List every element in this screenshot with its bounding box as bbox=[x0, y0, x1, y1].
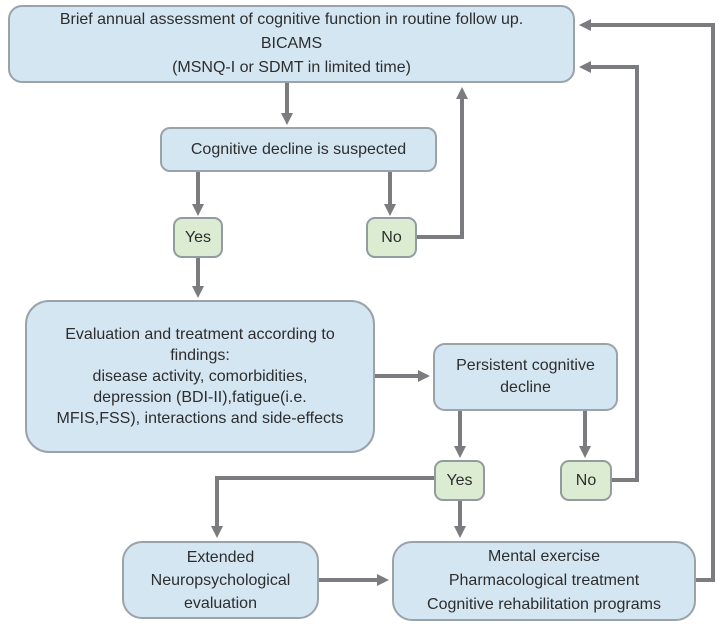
connector-no-upper-to-assessment bbox=[415, 87, 468, 239]
node-treatment-programs: Mental exercise Pharmacological treatmen… bbox=[392, 541, 696, 621]
node-text-line: Mental exercise bbox=[487, 548, 601, 565]
node-evaluation-and-treatment: Evaluation and treatment according to fi… bbox=[25, 300, 375, 453]
connector-no-lower-to-assessment bbox=[579, 61, 639, 482]
node-text-line: Cognitive rehabilitation programs bbox=[427, 596, 661, 613]
node-text-line: No bbox=[575, 472, 597, 489]
node-text-line: decline bbox=[500, 379, 551, 396]
node-text-line: Pharmacological treatment bbox=[448, 572, 640, 589]
node-text-line: Yes bbox=[446, 472, 473, 489]
node-text-line: (MSNQ-I or SDMT in limited time) bbox=[172, 59, 411, 76]
node-no-lower: No bbox=[560, 460, 612, 501]
node-text-line: Persistent cognitive bbox=[456, 357, 595, 374]
node-text-line: Yes bbox=[184, 229, 212, 246]
node-text-line: MFIS,FSS), interactions and side-effects bbox=[56, 410, 344, 427]
node-text-line: No bbox=[381, 229, 402, 246]
node-extended-neuropsychological-evaluation: Extended Neuropsychological evaluation bbox=[122, 541, 319, 619]
node-annual-assessment: Brief annual assessment of cognitive fun… bbox=[8, 5, 575, 83]
node-text-line: Neuropsychological bbox=[150, 571, 291, 589]
node-cognitive-decline-suspected: Cognitive decline is suspected bbox=[160, 127, 437, 172]
node-yes-upper: Yes bbox=[173, 217, 223, 258]
node-text-line: BICAMS bbox=[260, 35, 323, 52]
node-text-line: depression (BDI-II),fatigue(i.e. bbox=[93, 389, 307, 406]
node-yes-lower: Yes bbox=[434, 460, 485, 501]
node-text-line: Brief annual assessment of cognitive fun… bbox=[59, 11, 524, 28]
node-text-line: evaluation bbox=[184, 594, 257, 612]
node-text-line: findings: bbox=[170, 347, 230, 364]
node-no-upper: No bbox=[366, 217, 417, 258]
node-text-line: Extended bbox=[186, 548, 255, 566]
connector-yes-lower-to-extended bbox=[211, 476, 436, 538]
node-persistent-cognitive-decline: Persistent cognitive decline bbox=[433, 343, 618, 411]
node-text-line: Cognitive decline is suspected bbox=[190, 141, 407, 158]
node-text-line: Evaluation and treatment according to bbox=[65, 326, 335, 343]
node-text-line: disease activity, comorbidities, bbox=[92, 368, 308, 385]
connector-treatment-to-assessment bbox=[579, 19, 715, 582]
